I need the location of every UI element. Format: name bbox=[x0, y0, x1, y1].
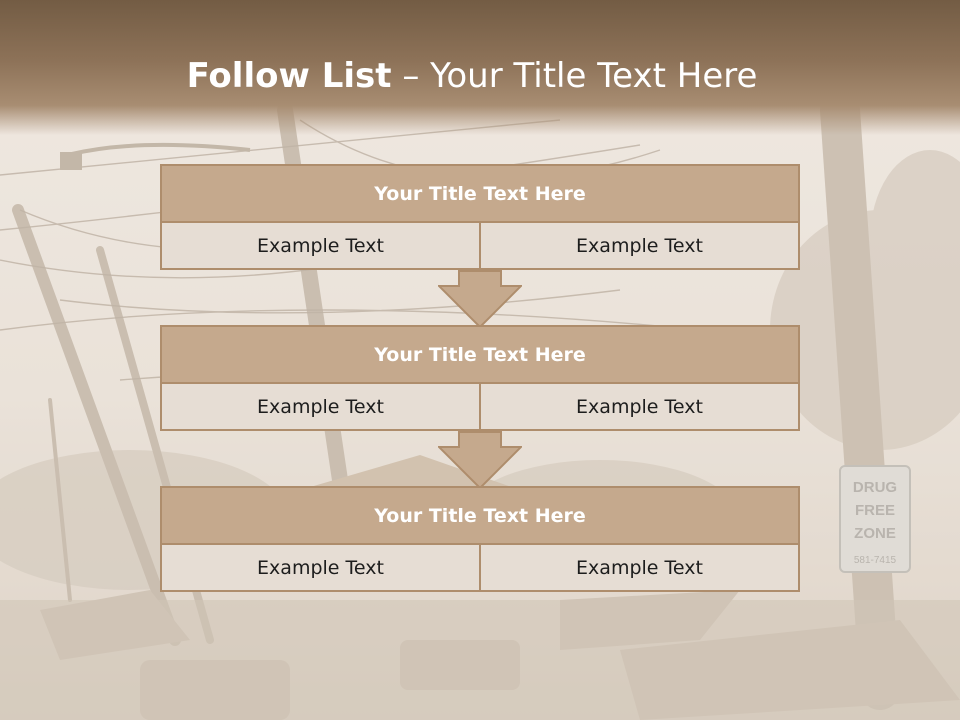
slide-title-bold: Follow List bbox=[186, 56, 392, 96]
step-title-1[interactable]: Your Title Text Here bbox=[162, 166, 798, 223]
title-band bbox=[0, 0, 960, 135]
slide-title-rest: – Your Title Text Here bbox=[391, 56, 758, 96]
step-2-right-text[interactable]: Example Text bbox=[481, 384, 798, 429]
step-3-left-text[interactable]: Example Text bbox=[162, 545, 481, 590]
slide-title: Follow List – Your Title Text Here bbox=[0, 54, 944, 98]
step-2-left-text[interactable]: Example Text bbox=[162, 384, 481, 429]
svg-text:581-7415: 581-7415 bbox=[854, 555, 897, 566]
step-box-2[interactable]: Your Title Text Here Example Text Exampl… bbox=[160, 325, 800, 431]
svg-text:ZONE: ZONE bbox=[854, 525, 896, 542]
svg-text:FREE: FREE bbox=[855, 502, 895, 519]
step-box-1[interactable]: Your Title Text Here Example Text Exampl… bbox=[160, 164, 800, 270]
step-title-2[interactable]: Your Title Text Here bbox=[162, 327, 798, 384]
drug-free-zone-sign: DRUG FREE ZONE 581-7415 bbox=[839, 465, 911, 573]
step-3-right-text[interactable]: Example Text bbox=[481, 545, 798, 590]
step-1-left-text[interactable]: Example Text bbox=[162, 223, 481, 268]
down-arrow-icon bbox=[438, 270, 522, 328]
step-title-3[interactable]: Your Title Text Here bbox=[162, 488, 798, 545]
step-1-right-text[interactable]: Example Text bbox=[481, 223, 798, 268]
down-arrow-icon bbox=[438, 431, 522, 489]
svg-text:DRUG: DRUG bbox=[853, 479, 897, 496]
step-box-3[interactable]: Your Title Text Here Example Text Exampl… bbox=[160, 486, 800, 592]
